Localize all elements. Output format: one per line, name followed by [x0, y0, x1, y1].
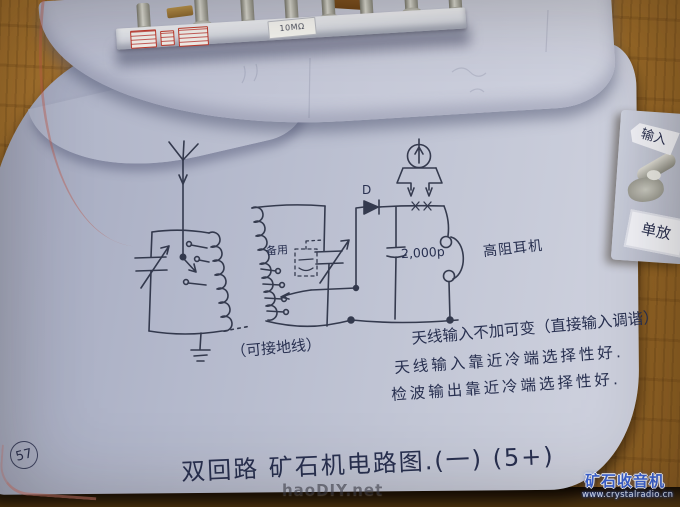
spare-label: 备用 — [265, 243, 289, 258]
capacitor-label: 2,000p — [400, 243, 446, 262]
watermark-brand: 矿石收音机 — [585, 472, 666, 490]
red-label-tag — [177, 26, 210, 47]
red-label-tag — [160, 30, 175, 47]
watermark-haodiy: haoDIY.net — [282, 481, 384, 499]
page-number: 57 — [14, 445, 34, 465]
red-label-tag — [129, 29, 158, 49]
bottom-tag: 单放 — [623, 209, 680, 258]
diode-label: D — [362, 183, 372, 197]
metal-clip — [626, 175, 666, 204]
brass-strip — [166, 5, 194, 19]
side-board: 输入 单放 — [610, 109, 680, 265]
input-tag: 输入 — [627, 120, 680, 156]
binding-post — [194, 0, 209, 26]
watermark-url: www.crystalradio.cn — [582, 490, 674, 500]
